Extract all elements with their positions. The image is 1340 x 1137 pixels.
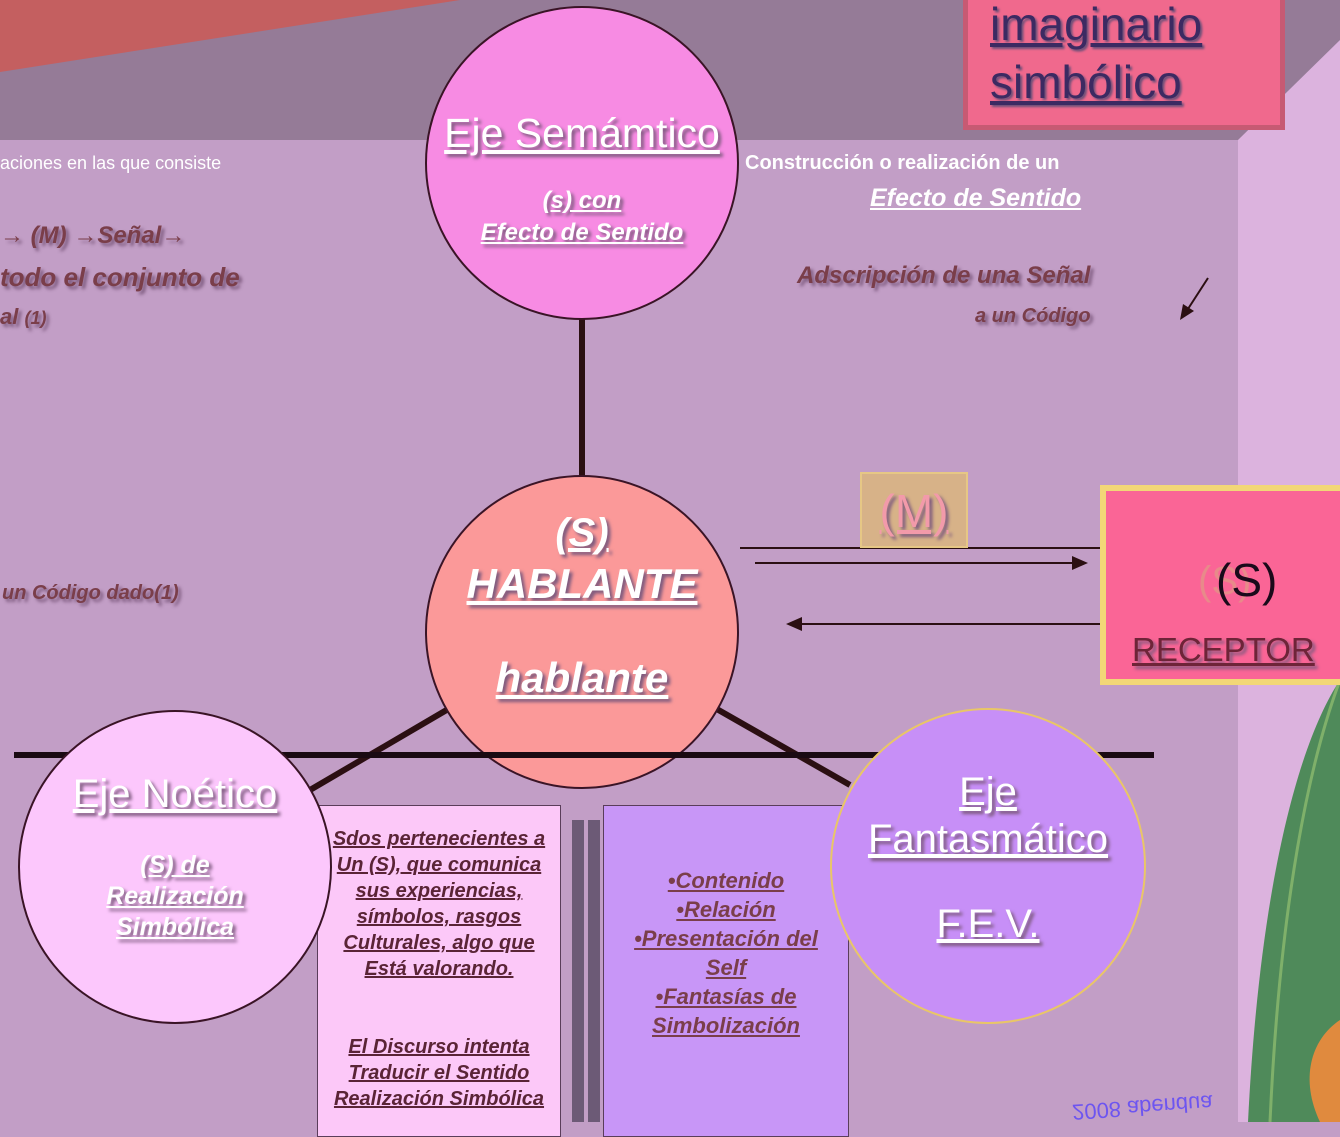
title-line-1: imaginario xyxy=(990,0,1203,50)
col1-line: Un (S), que comunica xyxy=(336,854,542,876)
receptor-label: RECEPTOR xyxy=(1132,631,1315,668)
col1-paragraph-2: El Discurso intenta Traducir el Sentido … xyxy=(318,1034,560,1112)
left-text-4: al (1) xyxy=(0,304,46,330)
message-label: (M) xyxy=(879,485,949,537)
right-text-2: Efecto de Sentido xyxy=(870,184,1082,212)
fantasmatico-description: •Contenido •Relación •Presentación del S… xyxy=(603,805,849,1137)
noetico-sub-2: Realización xyxy=(106,882,244,910)
col2-list: •Contenido •Relación •Presentación del S… xyxy=(604,866,848,1040)
noetico-sub-1: (S) de xyxy=(140,851,210,879)
col1-line: Realización Simbólica xyxy=(333,1088,545,1110)
col2-item: •Fantasías de xyxy=(655,984,797,1009)
col1-line: Está valorando. xyxy=(364,958,514,980)
left-text-5: un Código dado(1) xyxy=(2,582,179,604)
col1-paragraph-1: Sdos pertenecientes a Un (S), que comuni… xyxy=(318,826,560,982)
col1-line: Traducir el Sentido xyxy=(348,1062,530,1084)
semantico-circle: Eje Semámtico (s) con Efecto de Sentido xyxy=(425,6,739,320)
noetico-sub-3: Simbólica xyxy=(115,913,235,941)
col1-line: Sdos pertenecientes a xyxy=(332,828,546,850)
right-text-3: Adscripción de una Señal xyxy=(797,262,1091,289)
right-text-1: Construcción o realización de un xyxy=(745,152,1060,174)
noetico-circle: Eje Noético (S) de Realización Simbólica xyxy=(18,710,332,1024)
left-text-2: → (M) →Señal→ xyxy=(0,222,186,249)
left-text-3: todo el conjunto de xyxy=(0,262,240,292)
fantasmatico-circle: Eje Fantasmático F.E.V. xyxy=(830,708,1146,1024)
left-text-1: aciones en las que consiste xyxy=(0,153,222,173)
fantasmatico-eje: Eje xyxy=(959,770,1017,814)
hablante-s: (S) xyxy=(555,511,609,555)
left-text-4-main: al xyxy=(0,304,19,329)
col2-item: •Presentación del xyxy=(634,926,818,951)
title-line-2: simbólico xyxy=(990,56,1182,108)
right-text-4: a un Código xyxy=(975,305,1091,327)
receptor-s-ghost: (S) xyxy=(1198,559,1252,603)
noetico-title: Eje Noético xyxy=(72,772,278,816)
hablante-title: HABLANTE xyxy=(466,560,698,607)
col2-item: Self xyxy=(705,955,747,980)
semantico-sub-2: Efecto de Sentido xyxy=(480,219,684,246)
receptor-box: (S) (S) RECEPTOR xyxy=(1100,485,1340,685)
col2-item: •Contenido xyxy=(667,868,785,893)
col2-item: Simbolización xyxy=(652,1013,800,1038)
receptor-s: (S) xyxy=(1216,554,1278,606)
left-text-4-note: (1) xyxy=(24,308,47,328)
col1-line: sus experiencias, xyxy=(355,880,523,902)
noetico-description: Sdos pertenecientes a Un (S), que comuni… xyxy=(317,805,561,1137)
hablante-circle: (S) HABLANTE hablante xyxy=(425,475,739,789)
semantico-title: Eje Semámtico xyxy=(444,110,720,156)
fantasmatico-fev: F.E.V. xyxy=(936,902,1040,946)
col1-line: Culturales, algo que xyxy=(343,932,535,954)
semantico-sub-1: (s) con xyxy=(542,187,622,214)
col1-line: símbolos, rasgos xyxy=(356,906,522,928)
col1-line: El Discurso intenta xyxy=(348,1036,530,1058)
col2-shadow xyxy=(588,820,600,1122)
hablante-sub: hablante xyxy=(495,654,669,701)
leaf-decoration xyxy=(1248,680,1340,1122)
message-box: (M) xyxy=(860,472,968,548)
divider-line xyxy=(14,752,1154,758)
col1-shadow xyxy=(572,820,584,1122)
fantasmatico-title: Fantasmático xyxy=(867,817,1109,861)
col2-item: •Relación xyxy=(676,897,776,922)
title-box: imaginario simbólico xyxy=(963,0,1285,130)
